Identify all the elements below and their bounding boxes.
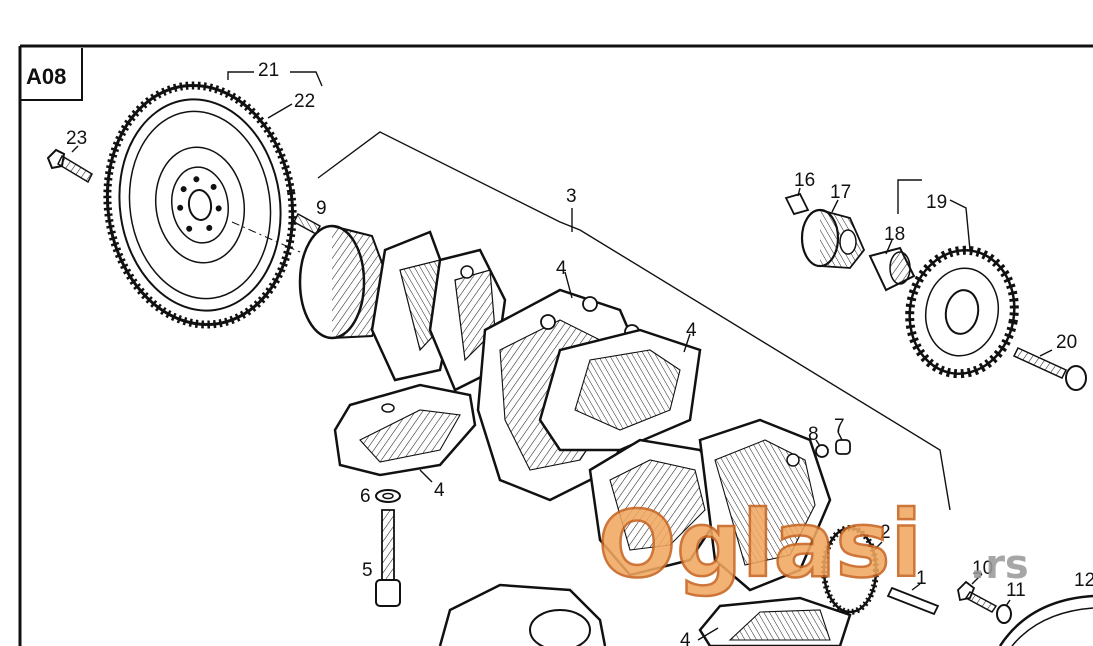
timing-gear — [905, 245, 1019, 379]
pin — [886, 586, 940, 616]
label-23: 23 — [66, 128, 87, 149]
label-7: 7 — [834, 416, 845, 437]
leader-lines — [71, 71, 1053, 641]
part-labels: 21 22 23 9 3 4 4 4 4 6 5 7 8 2 1 10 11 1… — [66, 60, 1093, 646]
label-4-bottom: 4 — [680, 630, 691, 646]
pulley-partial — [998, 594, 1093, 646]
label-19: 19 — [926, 192, 947, 213]
label-2: 2 — [880, 522, 891, 543]
label-12: 12 — [1074, 570, 1093, 591]
flywheel-axis-line — [231, 221, 301, 253]
bushing — [868, 246, 916, 292]
label-3: 3 — [566, 186, 577, 207]
watermark-logo: Oglasi .rs — [597, 490, 1029, 600]
watermark-suffix: .rs — [970, 542, 1029, 588]
label-4-top: 4 — [556, 258, 567, 279]
label-20: 20 — [1056, 332, 1077, 353]
label-5: 5 — [362, 560, 373, 581]
bearing-cap-bottom — [698, 596, 852, 646]
piston-partial — [438, 583, 607, 646]
gear-hub — [800, 208, 866, 269]
bearing-cap-left — [333, 383, 477, 477]
label-4-left: 4 — [434, 480, 445, 501]
hex-bolt — [957, 580, 998, 613]
washer — [375, 489, 401, 503]
label-18: 18 — [884, 224, 905, 245]
label-16: 16 — [794, 170, 815, 191]
lock-washer — [996, 604, 1012, 624]
label-8: 8 — [808, 424, 819, 445]
label-6: 6 — [360, 486, 371, 507]
label-11: 11 — [1006, 580, 1026, 601]
section-code: A08 — [26, 64, 66, 89]
main-bearing-bolt — [375, 509, 401, 607]
flywheel-bolt — [46, 148, 93, 184]
label-17: 17 — [830, 182, 851, 203]
label-22: 22 — [294, 91, 315, 112]
key — [784, 192, 810, 216]
label-1: 1 — [916, 568, 927, 589]
label-9: 9 — [316, 198, 327, 219]
label-10: 10 — [972, 558, 993, 579]
gear-bolt — [1012, 347, 1087, 391]
o-ring — [815, 444, 829, 458]
crankshaft — [298, 224, 879, 615]
diagram-frame — [18, 44, 1093, 646]
label-21: 21 — [258, 60, 279, 81]
watermark-brand: Oglasi — [598, 491, 922, 598]
label-4-right: 4 — [686, 320, 697, 341]
flywheel — [103, 81, 297, 329]
plug — [835, 439, 851, 455]
